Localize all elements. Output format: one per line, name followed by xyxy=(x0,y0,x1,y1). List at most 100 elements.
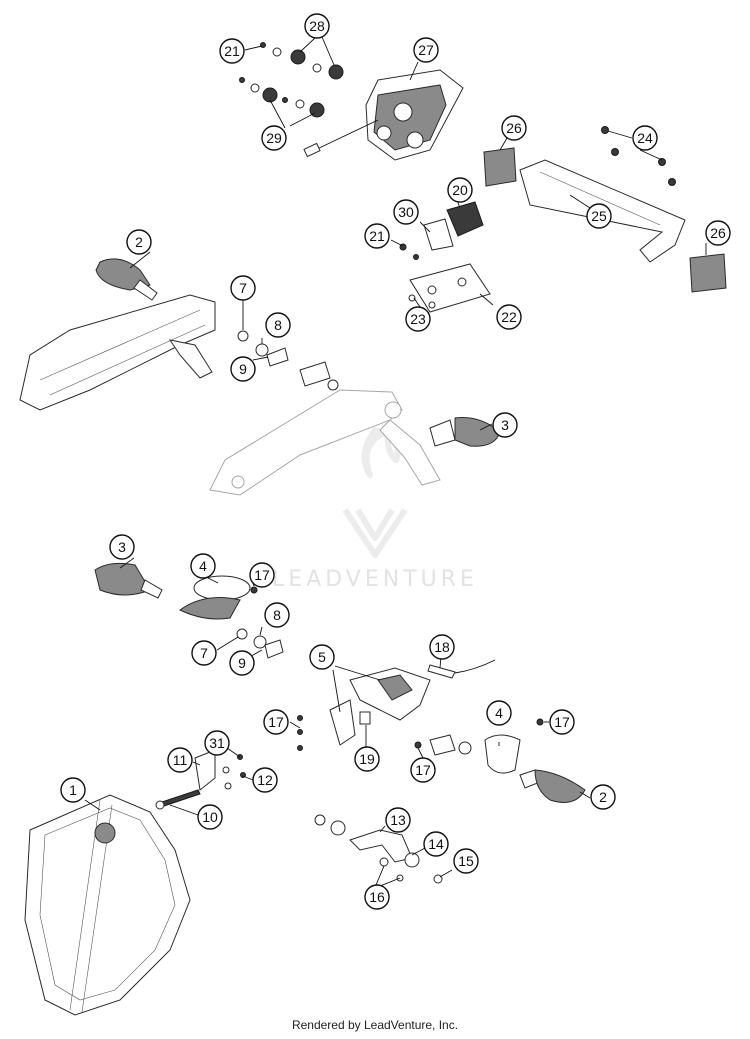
callout-7b: 7 xyxy=(191,640,217,666)
turn-signal-holder-right xyxy=(429,718,544,774)
svg-text:17: 17 xyxy=(554,714,570,730)
callout-17: 17 xyxy=(249,562,275,588)
svg-text:9: 9 xyxy=(238,655,246,671)
turn-signal-holder-left xyxy=(179,575,284,659)
callout-2: 2 xyxy=(126,229,152,255)
svg-text:11: 11 xyxy=(173,752,188,768)
license-plate-light xyxy=(399,201,491,313)
svg-text:17: 17 xyxy=(254,567,270,583)
svg-text:27: 27 xyxy=(418,42,434,58)
svg-text:29: 29 xyxy=(266,130,282,146)
callout-20: 20 xyxy=(447,177,473,203)
callout-29: 29 xyxy=(261,125,287,151)
svg-text:21: 21 xyxy=(224,43,240,59)
callout-9: 9 xyxy=(230,356,256,382)
svg-text:4: 4 xyxy=(199,558,207,574)
callout-21: 21 xyxy=(219,38,245,64)
callout-18: 18 xyxy=(429,634,455,660)
callout-17d: 17 xyxy=(410,757,436,783)
callout-3: 3 xyxy=(492,412,518,438)
svg-text:23: 23 xyxy=(410,311,426,327)
callout-2b: 2 xyxy=(590,784,616,810)
callout-13: 13 xyxy=(385,807,411,833)
svg-text:8: 8 xyxy=(274,317,282,333)
callout-21b: 21 xyxy=(364,223,390,249)
callout-31: 31 xyxy=(204,730,230,756)
callout-11: 11 xyxy=(167,747,193,773)
svg-text:4: 4 xyxy=(495,705,503,721)
svg-text:12: 12 xyxy=(257,772,273,788)
callout-26: 26 xyxy=(501,115,527,141)
callout-14: 14 xyxy=(423,831,449,857)
callout-24: 24 xyxy=(632,125,658,151)
callout-9b: 9 xyxy=(229,650,255,676)
svg-text:19: 19 xyxy=(359,751,375,767)
callout-30: 30 xyxy=(393,199,419,225)
svg-text:16: 16 xyxy=(369,889,385,905)
callout-28: 28 xyxy=(304,13,330,39)
callout-4b: 4 xyxy=(486,700,512,726)
svg-text:9: 9 xyxy=(239,361,247,377)
callout-19: 19 xyxy=(354,746,380,772)
svg-text:17: 17 xyxy=(268,714,284,730)
svg-text:8: 8 xyxy=(273,607,281,623)
svg-text:13: 13 xyxy=(390,812,406,828)
rear-turn-signal-right xyxy=(429,417,501,447)
svg-text:24: 24 xyxy=(637,130,653,146)
adjuster-screw xyxy=(155,749,246,810)
rubber-grommets xyxy=(239,42,344,118)
callout-8b: 8 xyxy=(264,602,290,628)
callout-1: 1 xyxy=(60,777,86,803)
callout-12: 12 xyxy=(252,767,278,793)
svg-text:15: 15 xyxy=(458,853,474,869)
svg-text:18: 18 xyxy=(434,639,450,655)
callout-27: 27 xyxy=(413,37,439,63)
callout-17c: 17 xyxy=(263,709,289,735)
svg-text:3: 3 xyxy=(118,539,126,555)
svg-text:21: 21 xyxy=(369,228,385,244)
front-turn-signal-left xyxy=(94,562,163,599)
svg-text:17: 17 xyxy=(415,762,431,778)
callout-23: 23 xyxy=(405,306,431,332)
callout-16: 16 xyxy=(364,884,390,910)
svg-text:10: 10 xyxy=(202,809,218,825)
leader-lines xyxy=(84,36,707,887)
svg-text:26: 26 xyxy=(710,225,726,241)
callout-22: 22 xyxy=(496,304,522,330)
svg-text:2: 2 xyxy=(135,234,143,250)
callout-7: 7 xyxy=(230,275,256,301)
svg-text:2: 2 xyxy=(599,789,607,805)
callout-10: 10 xyxy=(197,804,223,830)
svg-text:3: 3 xyxy=(501,417,509,433)
front-turn-signal-right xyxy=(519,769,586,803)
cable-18 xyxy=(427,659,496,679)
tail-light-assembly xyxy=(303,69,464,161)
reflector-pads xyxy=(483,147,727,293)
svg-text:31: 31 xyxy=(209,735,225,751)
callout-3b: 3 xyxy=(109,534,135,560)
svg-text:26: 26 xyxy=(506,120,522,136)
callout-25: 25 xyxy=(586,203,612,229)
washers-spacers-upper xyxy=(237,330,339,391)
watermark-logo: LEADVENTURE xyxy=(272,427,478,592)
footer-credit: Rendered by LeadVenture, Inc. xyxy=(291,1018,459,1032)
watermark-text: LEADVENTURE xyxy=(272,567,478,592)
callout-15: 15 xyxy=(453,848,479,874)
callout-4: 4 xyxy=(190,553,216,579)
callout-17b: 17 xyxy=(549,709,575,735)
svg-text:25: 25 xyxy=(591,208,607,224)
svg-text:30: 30 xyxy=(398,204,414,220)
svg-text:22: 22 xyxy=(501,309,517,325)
svg-text:5: 5 xyxy=(318,649,326,665)
headlight-mount xyxy=(297,667,431,751)
bracket-13 xyxy=(314,814,443,884)
svg-text:7: 7 xyxy=(200,645,208,661)
svg-text:14: 14 xyxy=(428,836,444,852)
svg-text:1: 1 xyxy=(69,782,77,798)
rear-turn-signal-left xyxy=(95,258,158,301)
callout-26b: 26 xyxy=(705,220,731,246)
svg-text:7: 7 xyxy=(239,280,247,296)
rear-subframe-bracket-right xyxy=(209,389,441,496)
rear-subframe-bracket xyxy=(19,294,216,411)
